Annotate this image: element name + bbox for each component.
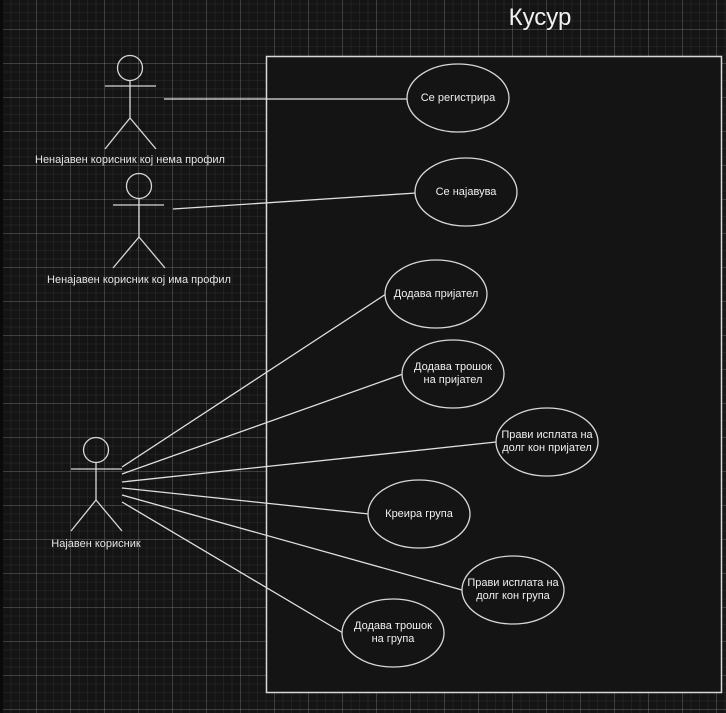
- association-a2-u2[interactable]: [172, 192, 417, 210]
- canvas-edge: [0, 0, 3, 713]
- use-case-u4-label: Додава трошок на пријател: [414, 361, 492, 386]
- association-a3-u3[interactable]: [121, 293, 387, 468]
- actor-a1-figure[interactable]: [104, 54, 157, 150]
- use-case-u3-shape[interactable]: [384, 259, 488, 329]
- use-case-u8-label: Додава трошок на група: [354, 620, 432, 645]
- association-a3-u7[interactable]: [121, 494, 463, 591]
- use-case-u1-label: Се регистрира: [420, 91, 496, 104]
- actor-a3-figure[interactable]: [70, 436, 123, 532]
- use-case-u6-label: Креира група: [385, 507, 453, 520]
- use-case-u8-shape[interactable]: [341, 598, 445, 668]
- use-case-u6-shape[interactable]: [367, 479, 471, 549]
- use-case-u2-shape[interactable]: [414, 157, 518, 227]
- use-case-u5-label: Прави исплата на долг кон пријател: [501, 429, 593, 454]
- system-title: Кусур: [508, 4, 572, 31]
- use-case-u3-label: Додава пријател: [393, 287, 479, 300]
- use-case-u7-shape[interactable]: [461, 555, 565, 625]
- association-a3-u8[interactable]: [121, 501, 344, 634]
- use-case-u5-shape[interactable]: [495, 407, 599, 477]
- use-case-u2-label: Се најавува: [435, 185, 497, 198]
- association-a3-u6[interactable]: [121, 487, 370, 515]
- actor-a3-label: Најавен корисник: [51, 538, 141, 550]
- actor-a2-label: Ненајавен корисник кој има профил: [47, 274, 231, 286]
- use-case-u7-label: Прави исплата на долг кон група: [467, 577, 559, 602]
- association-a3-u4[interactable]: [121, 373, 404, 475]
- use-case-u4-shape[interactable]: [401, 339, 505, 409]
- actor-a1-label: Ненајавен корисник кој нема профил: [35, 154, 225, 166]
- association-a3-u5[interactable]: [121, 441, 497, 483]
- actor-a2-figure[interactable]: [112, 172, 166, 269]
- use-case-u1-shape[interactable]: [406, 63, 510, 133]
